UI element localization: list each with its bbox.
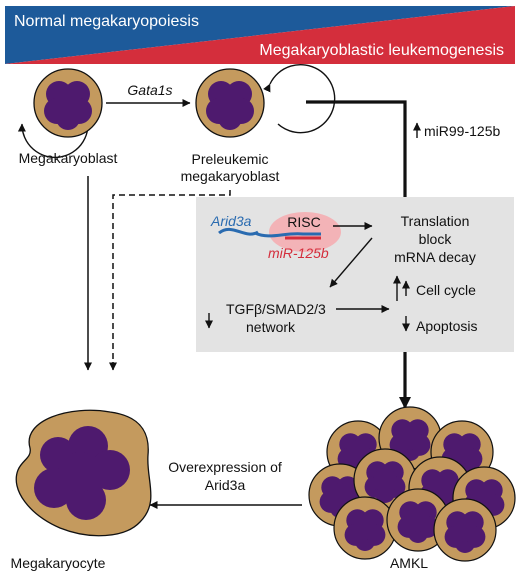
risc-blob: [269, 212, 341, 252]
preleukemic-cell: Preleukemic megakaryoblast: [181, 63, 336, 184]
arid3a-label: Arid3a: [210, 213, 252, 229]
megakaryoblast-cell: Megakaryoblast: [17, 68, 118, 166]
apoptosis-label: Apoptosis: [416, 318, 477, 334]
preleukemic-self-renewal-arrow: [263, 63, 336, 134]
tgfb-label-line1: TGFβ/SMAD2/3: [226, 301, 326, 317]
translation-label-line2: block: [419, 231, 453, 247]
risc-label: RISC: [287, 214, 320, 230]
tgfb-inhibition-arrow: [329, 237, 373, 288]
cell-cycle-label: Cell cycle: [416, 282, 476, 298]
translation-label-line1: Translation: [401, 213, 470, 229]
amkl-cell: [433, 498, 497, 562]
leukemogenesis-path: [306, 100, 407, 197]
tgfb-label-line2: network: [246, 319, 296, 335]
gata1s-label: Gata1s: [127, 82, 172, 98]
megakaryoblast-label: Megakaryoblast: [19, 150, 118, 166]
mrna-strand-curl: [218, 227, 259, 236]
preleukemic-label-line1: Preleukemic: [191, 151, 268, 167]
banner-bottom-label: Megakaryoblastic leukemogenesis: [259, 42, 504, 59]
overexpression-label-line2: Arid3a: [205, 477, 246, 493]
mir125b-label: miR-125b: [268, 245, 329, 261]
banner-top-label: Normal megakaryopoiesis: [14, 13, 199, 30]
megakaryocyte-label: Megakaryocyte: [11, 555, 106, 571]
banner-leukemogenesis-triangle: [5, 6, 515, 64]
mir99-label: miR99-125b: [424, 123, 500, 139]
mrna-strand: [254, 231, 321, 238]
preleukemic-dashed-path: [112, 190, 231, 370]
amkl-cell: [333, 496, 397, 560]
amkl-label: AMKL: [390, 555, 428, 571]
mechanism-box: RISC Arid3a miR-125b Translation block m…: [196, 197, 514, 352]
translation-label-line3: mRNA decay: [394, 249, 476, 265]
overexpression-label-line1: Overexpression of: [168, 459, 282, 475]
megakaryocyte-cell: Megakaryocyte: [11, 409, 152, 571]
preleukemic-label-line2: megakaryoblast: [181, 168, 280, 184]
banner: Normal megakaryopoiesis Megakaryoblastic…: [5, 6, 515, 64]
amkl-cluster: [308, 406, 516, 562]
mechanism-box-background: [196, 197, 514, 352]
